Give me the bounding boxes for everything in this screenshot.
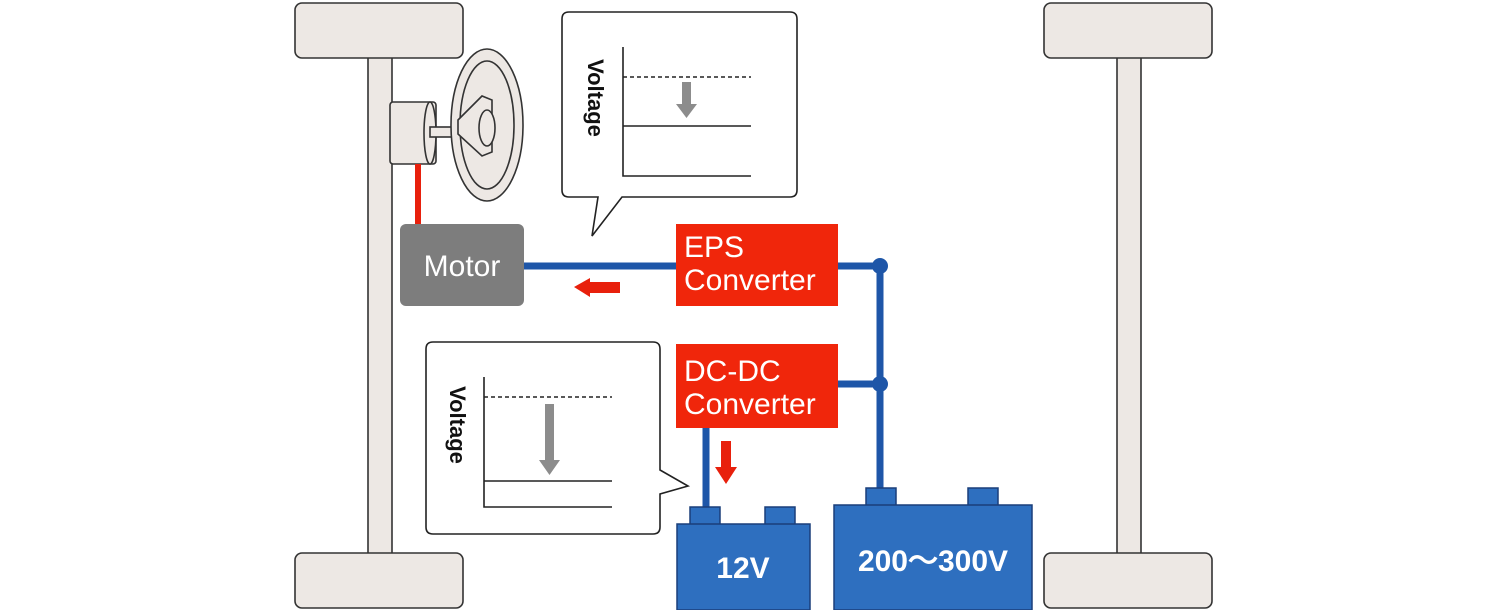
voltage-axis-label-top: Voltage	[583, 59, 608, 137]
wheel-front-left	[294, 2, 464, 59]
junction-top	[872, 258, 888, 274]
battery-high-voltage	[833, 487, 1033, 610]
voltage-drop-arrow-top	[676, 82, 697, 118]
eps-converter-box	[676, 224, 838, 306]
dcdc-converter-label-line1: DC-DC	[684, 355, 781, 388]
left-axle	[367, 54, 393, 556]
dcdc-converter-label-line2: Converter	[684, 388, 816, 421]
voltage-bubble-top	[561, 11, 798, 237]
eps-converter-label-line1: EPS	[684, 231, 744, 264]
wheel-front-right	[1043, 2, 1213, 59]
voltage-drop-arrow-bottom	[539, 404, 560, 475]
wheel-rear-left	[294, 552, 464, 609]
battery-high-voltage-label: 200～300V	[858, 545, 1008, 578]
eps-converter-label-line2: Converter	[684, 264, 816, 297]
battery-12v-label: 12V	[716, 552, 769, 585]
motor-label: Motor	[424, 250, 501, 283]
junction-middle	[872, 376, 888, 392]
motor-box	[400, 224, 524, 306]
voltage-bubble-bottom	[425, 341, 691, 535]
dcdc-converter-box	[676, 344, 838, 428]
power-flow-arrow-left	[574, 278, 620, 297]
power-flow-arrow-down	[715, 441, 737, 484]
right-axle	[1116, 54, 1142, 556]
battery-12v	[676, 506, 811, 610]
steering-wheel-icon	[389, 48, 524, 202]
voltage-axis-label-bottom: Voltage	[445, 386, 470, 464]
wheel-rear-right	[1043, 552, 1213, 609]
